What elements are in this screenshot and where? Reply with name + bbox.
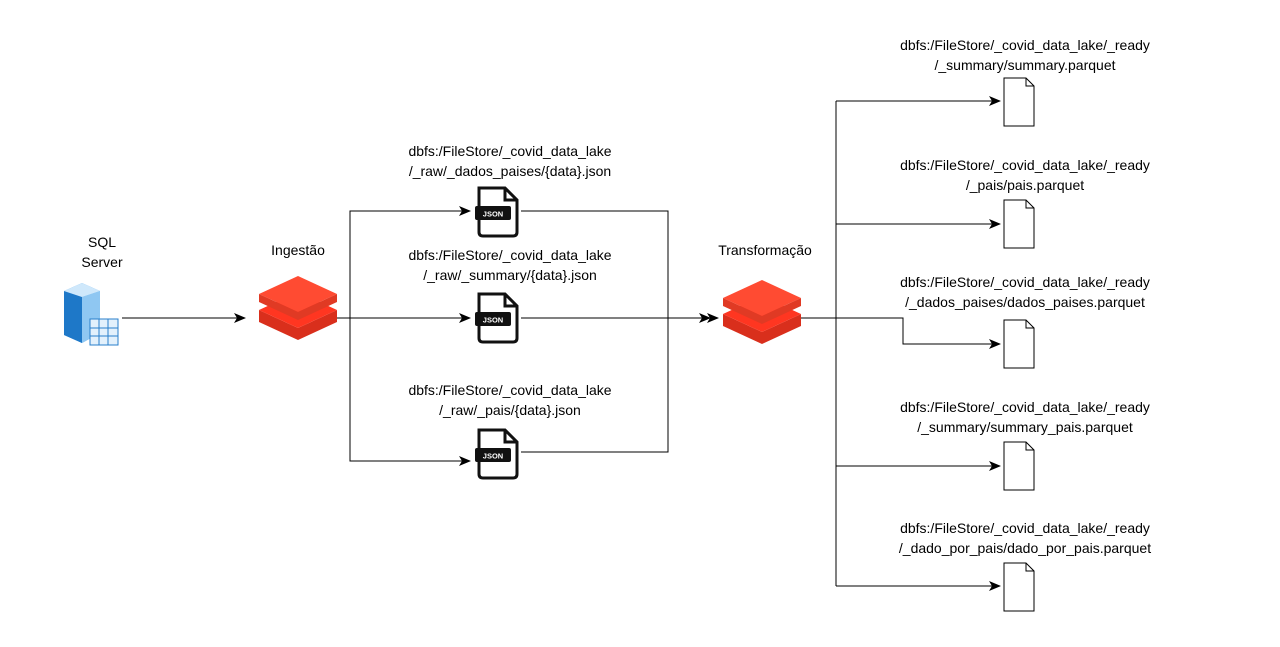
ready-file-label-line1: dbfs:/FileStore/_covid_data_lake/_ready <box>900 37 1150 53</box>
json-badge-text: JSON <box>483 316 503 325</box>
parquet-file-icon <box>1003 199 1035 249</box>
transformation-label: Transformação <box>718 242 812 258</box>
databricks-ingestion-icon <box>259 276 337 340</box>
json-file-icon: JSON <box>475 292 519 344</box>
raw-file-label-line1: dbfs:/FileStore/_covid_data_lake <box>408 143 612 159</box>
ready-file-label-line2: /_summary/summary_pais.parquet <box>917 419 1133 435</box>
json-file-icon: JSON <box>475 428 519 480</box>
edge-ingestion-to-raw-pais <box>349 318 471 466</box>
edge-raw-pais-to-transform <box>521 318 669 453</box>
raw-file-label-dados-paises: dbfs:/FileStore/_covid_data_lake /_raw/_… <box>360 141 660 181</box>
sql-server-label: SQL Server <box>52 232 152 272</box>
json-badge-text: JSON <box>483 210 503 219</box>
parquet-file-icon <box>1003 319 1035 369</box>
raw-file-label-line2: /_raw/_pais/{data}.json <box>439 402 581 418</box>
ready-file-label-summary: dbfs:/FileStore/_covid_data_lake/_ready … <box>860 35 1190 75</box>
ready-file-label-pais: dbfs:/FileStore/_covid_data_lake/_ready … <box>860 155 1190 195</box>
sql-server-label-line2: Server <box>81 254 123 270</box>
ready-file-label-line2: /_pais/pais.parquet <box>965 177 1085 193</box>
raw-file-label-line2: /_raw/_summary/{data}.json <box>423 267 597 283</box>
ready-file-label-dado-por-pais: dbfs:/FileStore/_covid_data_lake/_ready … <box>860 518 1190 558</box>
raw-file-label-line1: dbfs:/FileStore/_covid_data_lake <box>408 382 612 398</box>
sql-server-icon <box>64 283 119 346</box>
ready-file-label-line1: dbfs:/FileStore/_covid_data_lake/_ready <box>900 399 1150 415</box>
ingestion-label: Ingestão <box>271 242 325 258</box>
ready-file-label-dados-paises: dbfs:/FileStore/_covid_data_lake/_ready … <box>860 272 1190 312</box>
raw-file-label-line2: /_raw/_dados_paises/{data}.json <box>408 163 612 179</box>
connectors <box>122 96 1001 591</box>
edge-to-ready-dados-paises <box>836 317 1001 349</box>
parquet-file-icon <box>1003 441 1035 491</box>
raw-file-label-line1: dbfs:/FileStore/_covid_data_lake <box>408 247 612 263</box>
databricks-transformation-icon <box>723 280 801 344</box>
raw-file-label-summary: dbfs:/FileStore/_covid_data_lake /_raw/_… <box>360 245 660 285</box>
parquet-file-icon <box>1003 77 1035 127</box>
json-file-icon: JSON <box>475 186 519 238</box>
ready-file-label-line2: /_summary/summary.parquet <box>934 57 1116 73</box>
ready-file-label-line2: /_dados_paises/dados_paises.parquet <box>905 294 1145 310</box>
ready-file-label-line2: /_dado_por_pais/dado_por_pais.parquet <box>898 540 1152 556</box>
ready-file-label-line1: dbfs:/FileStore/_covid_data_lake/_ready <box>900 157 1150 173</box>
edge-transform-trunk <box>800 101 837 586</box>
ready-file-label-summary-pais: dbfs:/FileStore/_covid_data_lake/_ready … <box>860 397 1190 437</box>
json-badge-text: JSON <box>483 452 503 461</box>
raw-file-label-pais: dbfs:/FileStore/_covid_data_lake /_raw/_… <box>360 380 660 420</box>
sql-server-label-line1: SQL <box>87 234 116 250</box>
parquet-file-icon <box>1003 562 1035 612</box>
ready-file-label-line1: dbfs:/FileStore/_covid_data_lake/_ready <box>900 520 1150 536</box>
ready-file-label-line1: dbfs:/FileStore/_covid_data_lake/_ready <box>900 274 1150 290</box>
